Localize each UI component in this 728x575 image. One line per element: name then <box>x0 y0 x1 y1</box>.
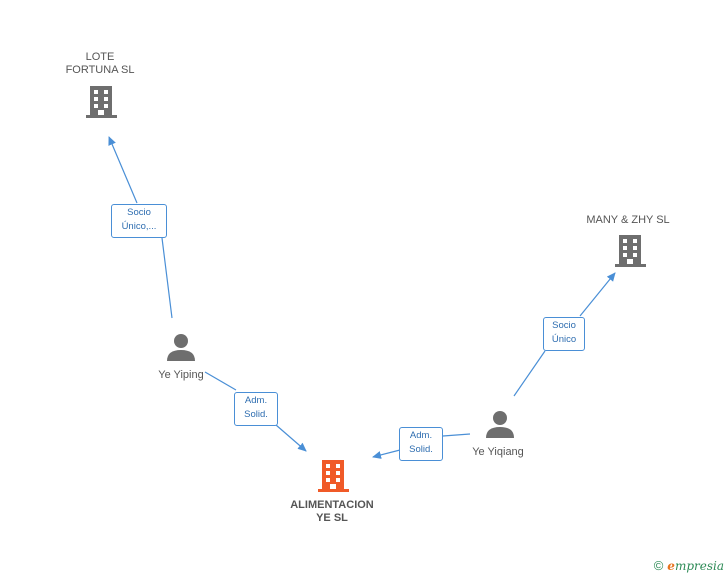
ye-yiping-person-icon[interactable] <box>167 334 195 361</box>
alimentacion-label[interactable]: ALIMENTACION YE SL <box>290 499 374 524</box>
edge-yiping-to-alimentacion <box>204 371 306 451</box>
edge-yiqiang-to-many-zhy <box>513 273 615 397</box>
edge-label-adm-solid-yiping[interactable]: Adm. Solid. <box>234 392 278 426</box>
many-zhy-label[interactable]: MANY & ZHY SL <box>586 214 670 226</box>
lote-fortuna-label[interactable]: LOTE FORTUNA SL <box>65 51 135 76</box>
edge-yiping-to-lote-fortuna <box>109 137 173 319</box>
edge-label-socio-unico-lote[interactable]: Socio Único,... <box>111 204 167 238</box>
lote-fortuna-building-icon[interactable] <box>86 86 117 118</box>
edge-label-socio-unico-many[interactable]: Socio Único <box>543 317 585 351</box>
ye-yiping-label[interactable]: Ye Yiping <box>158 369 204 381</box>
alimentacion-building-icon[interactable] <box>318 460 349 492</box>
empresia-logo[interactable]: empresia <box>667 559 724 573</box>
edge-label-adm-solid-yiqiang[interactable]: Adm. Solid. <box>399 427 443 461</box>
ye-yiqiang-label[interactable]: Ye Yiqiang <box>472 446 524 458</box>
many-zhy-building-icon[interactable] <box>615 235 646 267</box>
ye-yiqiang-person-icon[interactable] <box>486 411 514 438</box>
edge-yiqiang-to-alimentacion <box>373 433 471 457</box>
copyright-symbol: © <box>653 558 664 573</box>
footer-brand: ©empresia <box>654 558 724 573</box>
